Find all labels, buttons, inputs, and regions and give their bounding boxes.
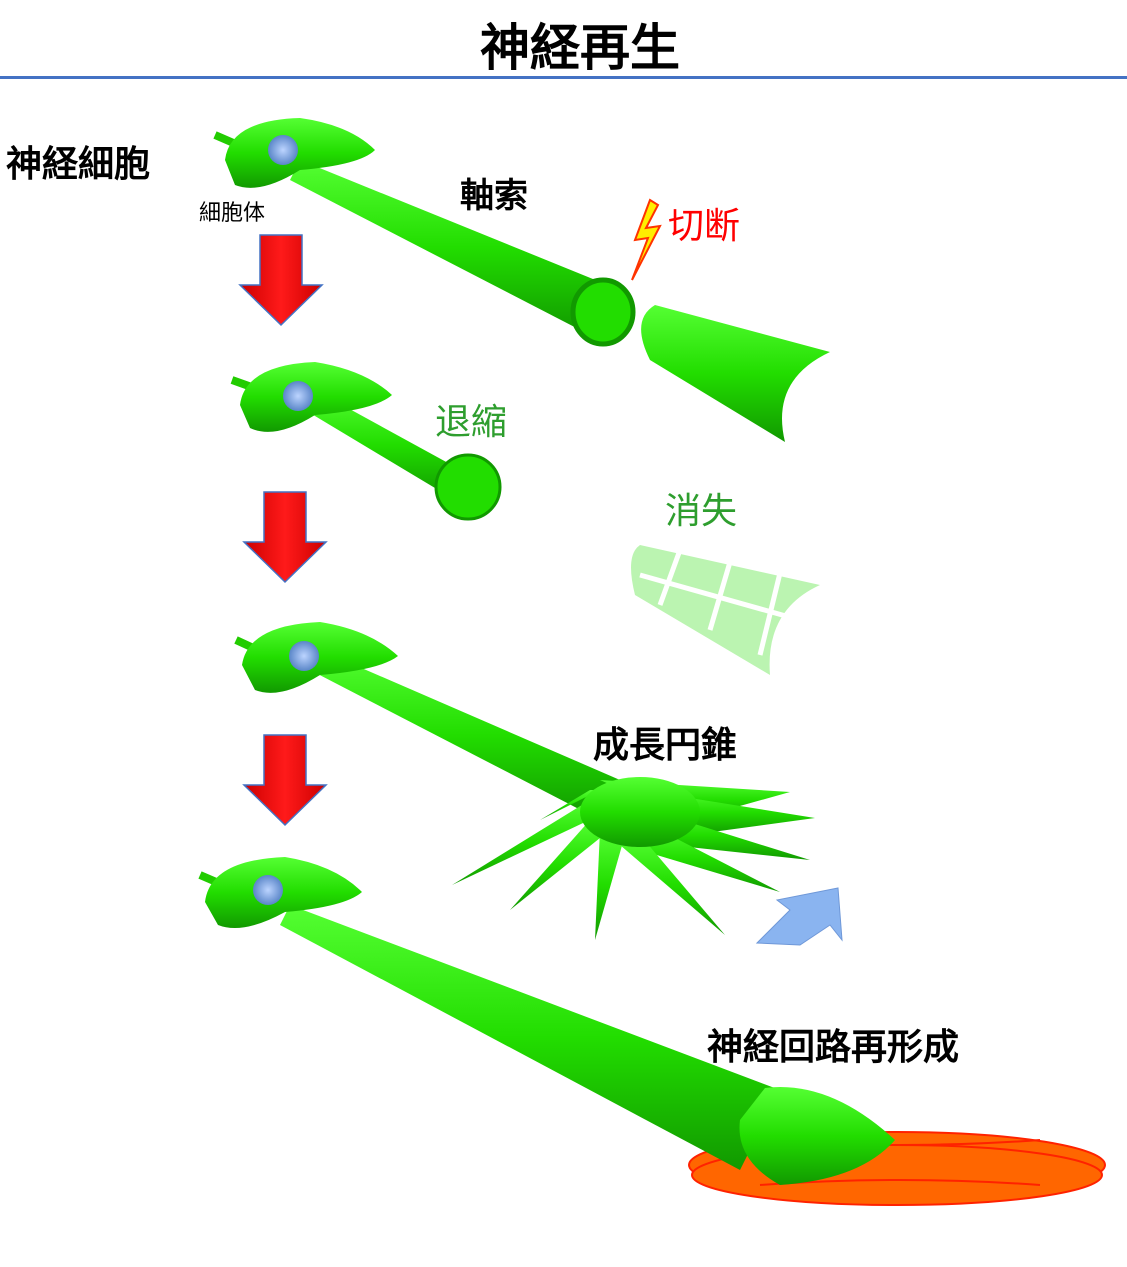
disappearing-axon bbox=[631, 545, 820, 675]
label-circuit-reformation: 神経回路再形成 bbox=[707, 1027, 960, 1068]
label-retraction: 退縮 bbox=[435, 402, 508, 443]
lightning-icon bbox=[631, 198, 662, 281]
neuron-growth-cone bbox=[234, 622, 843, 946]
direction-arrow-icon bbox=[755, 887, 843, 946]
label-neuron: 神経細胞 bbox=[6, 144, 151, 185]
label-disappearance: 消失 bbox=[665, 491, 738, 532]
label-growth-cone: 成長円錐 bbox=[593, 725, 738, 766]
nucleus-icon bbox=[268, 135, 298, 165]
label-cut: 切断 bbox=[668, 206, 741, 247]
growth-cone-spikes bbox=[452, 777, 815, 940]
neuron-retracted bbox=[230, 362, 502, 521]
label-axon: 軸索 bbox=[460, 176, 528, 216]
label-cell-body: 細胞体 bbox=[199, 201, 266, 226]
neuron-reconnected bbox=[198, 857, 1106, 1206]
title-divider bbox=[0, 76, 1127, 79]
down-arrow-icon bbox=[238, 234, 324, 327]
neuron-intact bbox=[213, 118, 830, 442]
down-arrow-icon bbox=[242, 491, 328, 584]
down-arrow-icon bbox=[242, 734, 328, 827]
page-title: 神経再生 bbox=[480, 19, 680, 77]
